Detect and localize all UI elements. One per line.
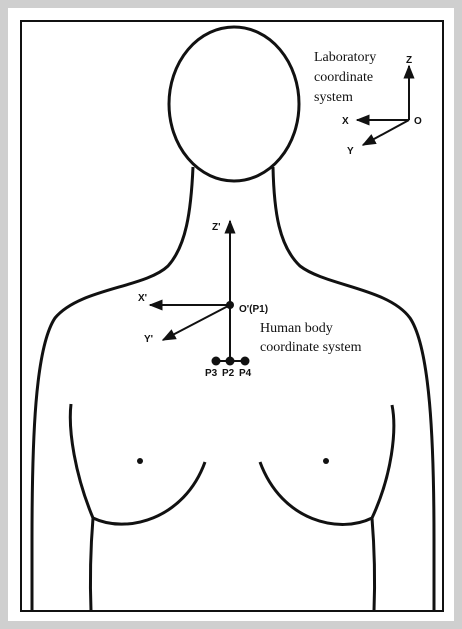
- left-breast-outline: [68, 403, 207, 526]
- body-title-line: Human body: [260, 321, 333, 336]
- lab-title-line: Laboratory: [314, 50, 376, 65]
- lab-origin-label: O: [414, 116, 422, 127]
- body-x-label: X': [138, 293, 147, 304]
- body-z-label: Z': [212, 222, 221, 233]
- body-outline: [30, 25, 436, 612]
- right-shoulder-outline: [271, 166, 436, 611]
- lab-z-label: Z: [406, 55, 412, 66]
- left-nipple: [137, 458, 143, 464]
- lab-title-line: coordinate: [314, 70, 373, 85]
- inner-border: [20, 20, 444, 612]
- origin-point-p1: [226, 301, 234, 309]
- body-title-line: coordinate system: [260, 340, 362, 355]
- lab-y-label: Y: [347, 146, 354, 157]
- body-y-axis: [161, 304, 231, 341]
- right-nipple: [323, 458, 329, 464]
- point-label-p3: P3: [205, 368, 218, 379]
- point-p4: [240, 356, 250, 366]
- left-inner-arm: [88, 517, 95, 612]
- right-inner-arm: [370, 517, 377, 612]
- point-p2: [225, 356, 235, 366]
- lab-title-line: system: [314, 90, 353, 105]
- point-label-p4: P4: [239, 368, 252, 379]
- left-shoulder-outline: [30, 166, 195, 611]
- lab-y-axis: [361, 119, 410, 146]
- right-breast-outline: [258, 404, 396, 526]
- lab-x-label: X: [342, 116, 349, 127]
- body-system-title: Human body coordinate system: [260, 321, 362, 355]
- body-y-label: Y': [144, 334, 153, 345]
- point-p3: [211, 356, 221, 366]
- body-origin-label: O'(P1): [239, 304, 268, 315]
- lab-coordinate-system: Z X Y O Laboratory coordinate system: [314, 50, 422, 157]
- body-coordinate-system: Z' X' Y' O'(P1) P3 P2 P4 Human body coor…: [138, 219, 362, 379]
- head: [167, 25, 301, 183]
- point-label-p2: P2: [222, 368, 235, 379]
- lab-system-title: Laboratory coordinate system: [314, 50, 380, 105]
